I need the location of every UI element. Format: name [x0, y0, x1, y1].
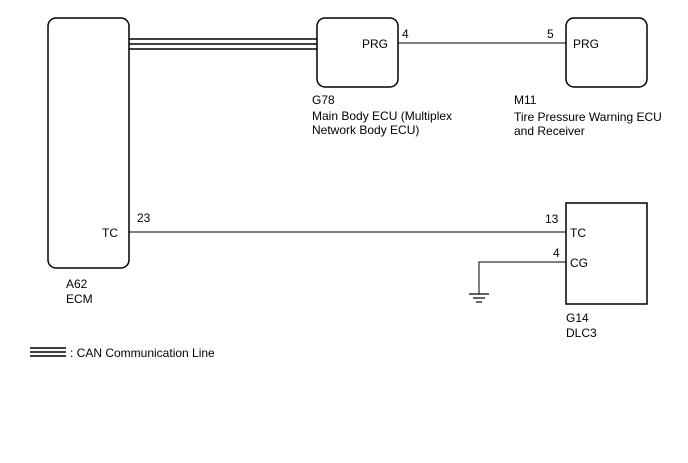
ecm-pin-tc-label: TC: [102, 226, 118, 240]
main-body-ecu-box: [316, 17, 399, 88]
tpw-ecu-box: [565, 17, 648, 88]
can-legend-symbol: [30, 347, 66, 357]
ecm-name: ECM: [66, 292, 93, 306]
tpw-ecu-pin-label: PRG: [573, 37, 599, 51]
tpw-ecu-name-line2: and Receiver: [514, 124, 585, 138]
can-communication-line: [129, 38, 317, 50]
main-body-ecu-pin-label: PRG: [362, 37, 388, 51]
dlc3-name: DLC3: [566, 326, 597, 340]
dlc3-pin-tc-label: TC: [570, 226, 586, 240]
dlc3-box: [565, 202, 648, 305]
tpw-ecu-pin-number: 5: [547, 27, 554, 41]
tpw-ecu-name-line1: Tire Pressure Warning ECU: [514, 110, 662, 124]
dlc3-pin-tc-number: 13: [545, 212, 559, 226]
main-body-ecu-code: G78: [312, 93, 335, 107]
dlc3-code: G14: [566, 311, 589, 325]
cg-wire: [478, 261, 566, 294]
dlc3-pin-cg-number: 4: [553, 246, 560, 260]
dlc3-pin-cg-label: CG: [570, 256, 588, 270]
main-body-ecu-name-line1: Main Body ECU (Multiplex: [312, 109, 452, 123]
legend-can-label: : CAN Communication Line: [70, 346, 215, 360]
ground-icon: [469, 293, 489, 303]
ecm-box: [47, 17, 130, 269]
main-body-ecu-name-line2: Network Body ECU): [312, 123, 419, 137]
ecm-pin-tc-number: 23: [137, 211, 151, 225]
ecm-code: A62: [66, 277, 88, 291]
main-body-ecu-pin-number: 4: [402, 27, 409, 41]
tpw-ecu-code: M11: [514, 93, 537, 107]
